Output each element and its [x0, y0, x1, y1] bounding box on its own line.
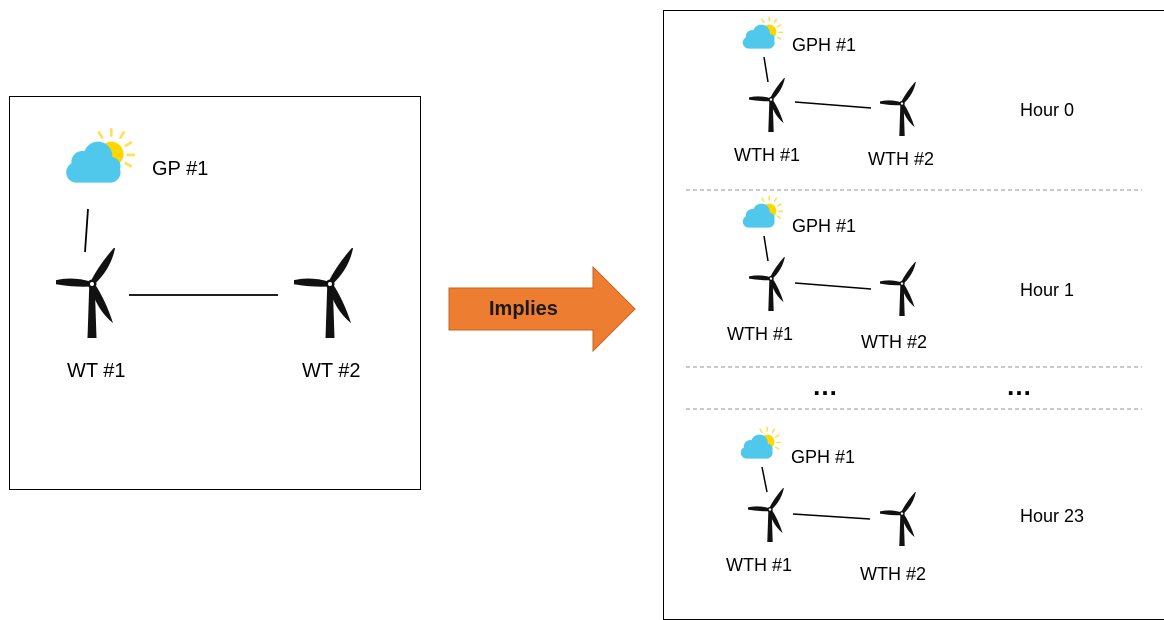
- turbine-1-label: WT #1: [67, 360, 126, 382]
- connector-weather-turbine: [763, 235, 769, 262]
- weather-label: GPH #1: [792, 216, 857, 236]
- connector-turbine-turbine: [794, 282, 872, 290]
- turbine-1-label: WTH #1: [727, 324, 794, 344]
- turbine-1-label: WTH #1: [726, 555, 793, 575]
- turbine-2-label: WT #2: [302, 360, 361, 382]
- ellipsis-right: …: [1006, 371, 1032, 401]
- connector-turbine-turbine: [794, 101, 872, 109]
- weather-label: GP #1: [152, 158, 209, 180]
- connector-weather-turbine: [84, 208, 89, 253]
- right-panel: [663, 10, 1164, 620]
- ellipsis-left: …: [812, 371, 838, 401]
- hour-label: Hour 1: [1020, 280, 1075, 300]
- weather-label: GPH #1: [791, 447, 856, 467]
- hour-label: Hour 23: [1020, 506, 1085, 526]
- implies-label: Implies: [489, 298, 558, 320]
- turbine-2-label: WTH #2: [868, 149, 935, 169]
- connector-turbine-turbine: [792, 513, 871, 520]
- turbine-2-label: WTH #2: [861, 332, 928, 352]
- turbine-1-label: WTH #1: [734, 145, 801, 165]
- connector-weather-turbine: [763, 56, 769, 83]
- weather-label: GPH #1: [792, 35, 857, 55]
- turbine-2-label: WTH #2: [860, 564, 927, 584]
- hour-label: Hour 0: [1020, 100, 1075, 120]
- connector-weather-turbine: [761, 466, 768, 493]
- implies-arrow: [448, 266, 636, 352]
